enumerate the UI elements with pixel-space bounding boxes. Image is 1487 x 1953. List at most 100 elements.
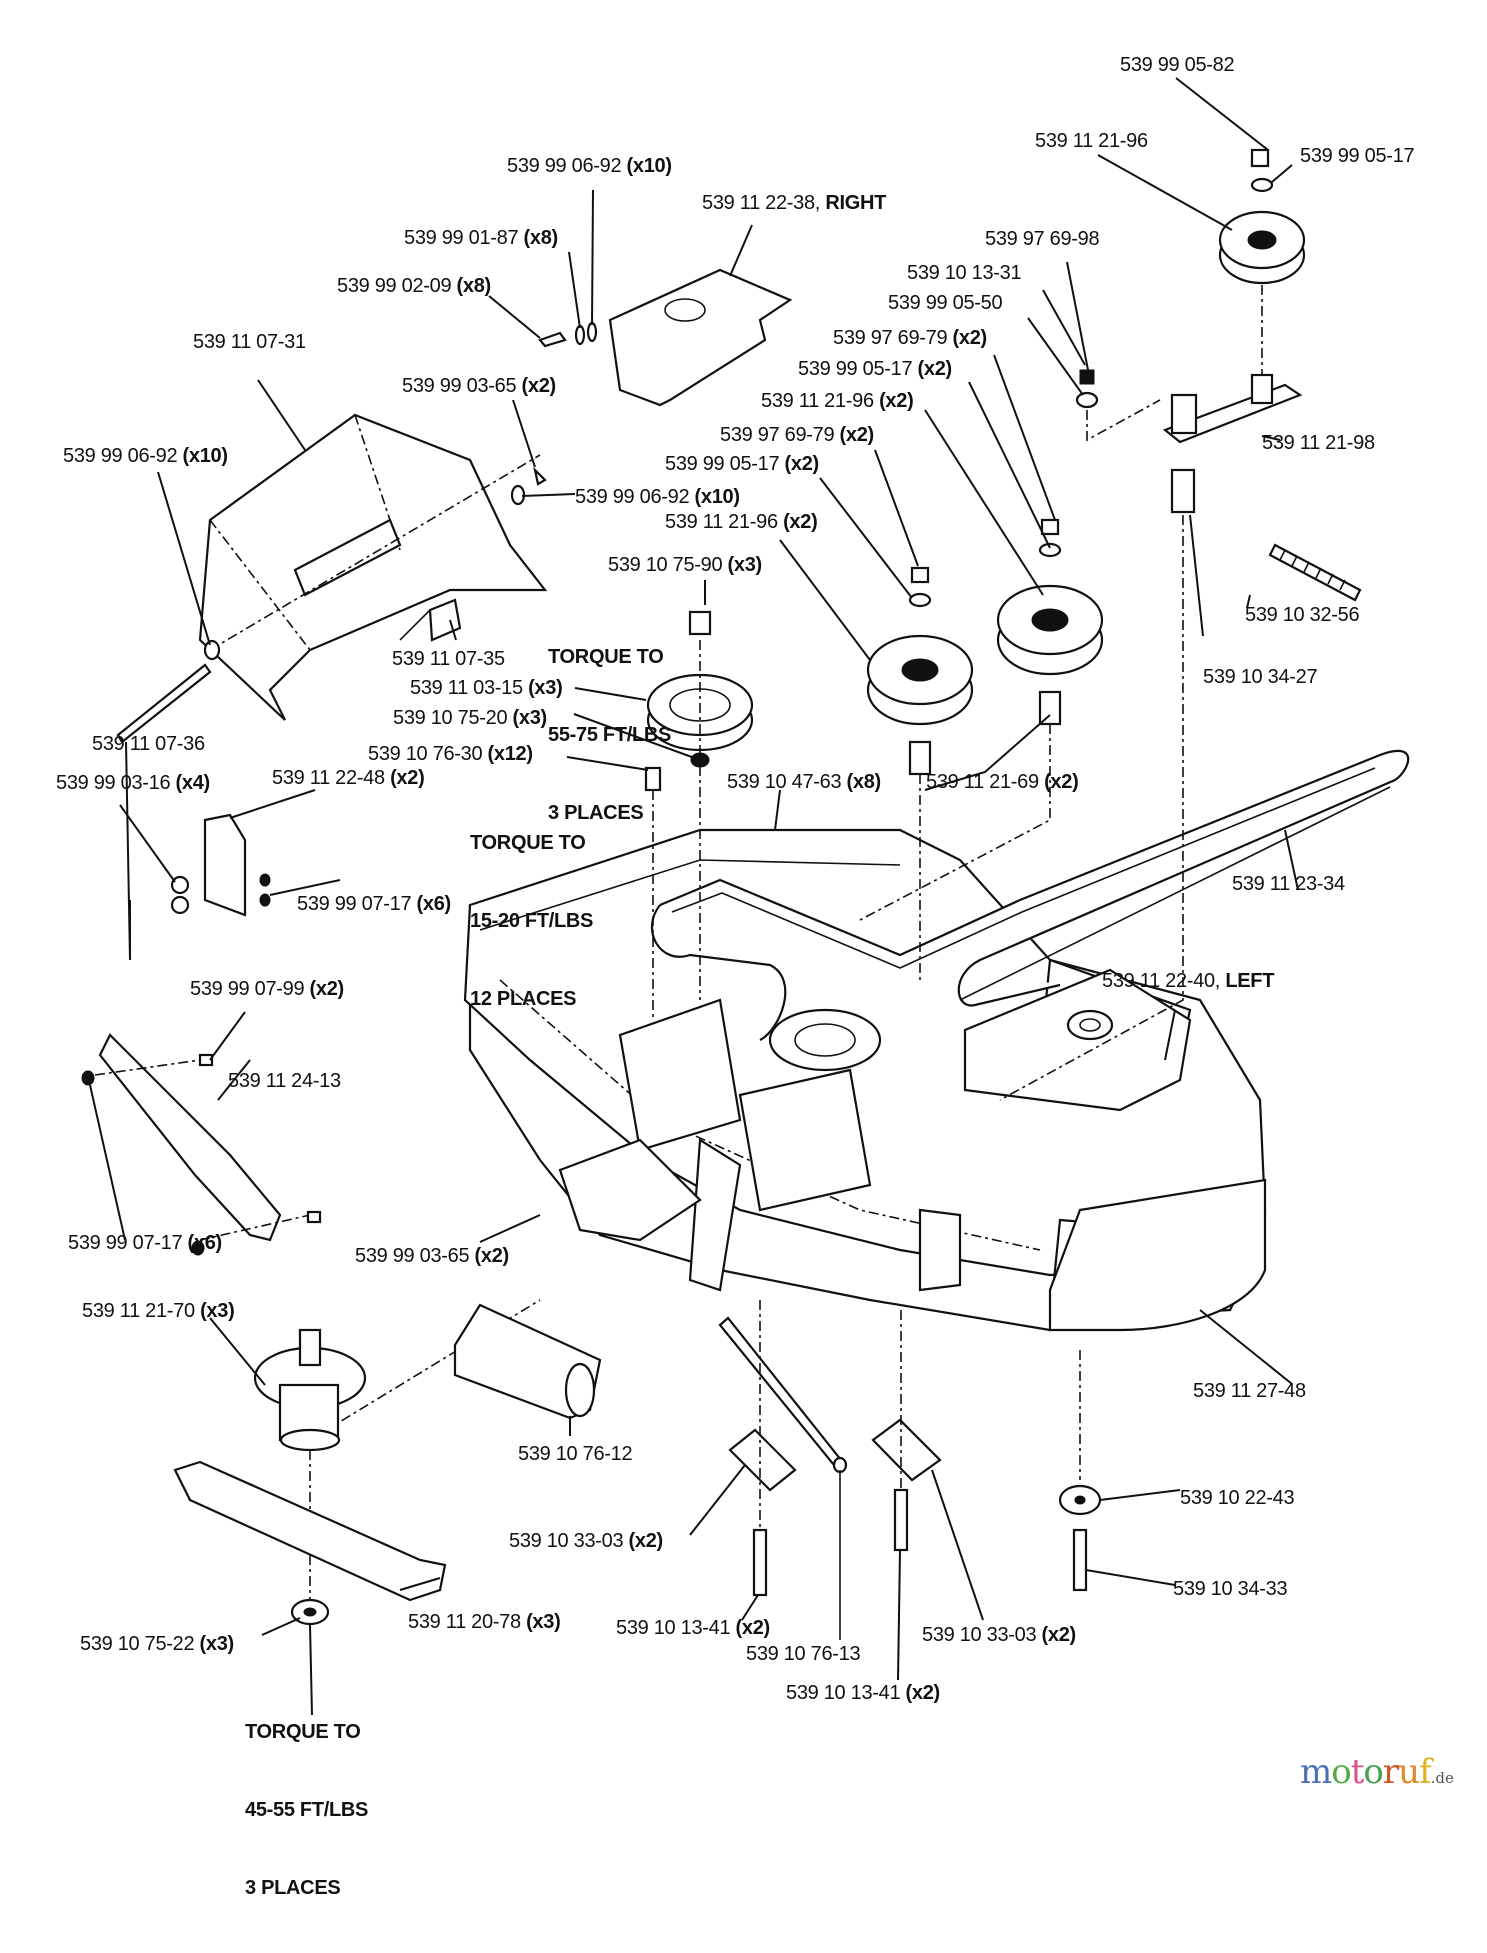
part-label: 539 10 33-03 (x2) [509, 1530, 663, 1552]
part-quantity: (x2) [839, 424, 875, 446]
watermark-logo: motoruf.de [1300, 1752, 1454, 1792]
part-label: 539 10 75-22 (x3) [80, 1633, 234, 1655]
mulch-plug [453, 1303, 602, 1420]
part-quantity: (x6) [187, 1232, 223, 1254]
part-quantity: (x2) [784, 453, 820, 475]
part-number: 539 11 21-98 [1262, 432, 1375, 454]
part-number: 539 99 05-17 [1300, 145, 1415, 167]
part-number: 539 99 03-65 [355, 1245, 470, 1267]
part-label: 539 10 13-41 (x2) [786, 1682, 940, 1704]
torque-note-line: TORQUE TO [245, 1721, 361, 1743]
part-number: 539 10 33-03 [509, 1530, 624, 1552]
part-quantity: (x4) [175, 772, 211, 794]
part-number: 539 11 07-31 [193, 331, 306, 353]
part-number: 539 10 13-31 [907, 262, 1022, 284]
parts-diagram: 539 99 05-82 539 11 21-96 539 99 05-17 539 … [56, 54, 1454, 1899]
part-number: 539 10 32-56 [1245, 604, 1360, 626]
spring [1268, 543, 1362, 602]
part-number: 539 11 23-34 [1232, 873, 1345, 895]
part-label: 539 11 03-15 (x3) [410, 677, 563, 699]
part-number: 539 10 76-30 [368, 743, 483, 765]
part-quantity: (x2) [735, 1617, 771, 1639]
torque-note-55-75: TORQUE TO 55-75 FT/LBS 3 PLACES [548, 592, 671, 878]
torque-note-line: 45-55 FT/LBS [245, 1799, 369, 1821]
part-number: 539 10 34-27 [1203, 666, 1318, 688]
part-quantity: (x2) [1044, 771, 1079, 793]
part-number: 539 10 76-13 [746, 1643, 861, 1665]
part-number: 539 11 21-96 [665, 511, 778, 533]
part-quantity: (x10) [182, 445, 229, 467]
part-label: 539 10 75-20 (x3) [393, 707, 547, 729]
part-label: 539 10 13-31 [907, 262, 1022, 284]
part-number: 539 97 69-98 [985, 228, 1100, 250]
part-number: 539 99 07-17 [297, 893, 412, 915]
watermark-letter: r [1382, 1752, 1399, 1792]
part-quantity: (x2) [474, 1245, 510, 1267]
part-label: 539 10 33-03 (x2) [922, 1624, 1076, 1646]
part-label: 539 11 27-48 [1193, 1380, 1306, 1402]
part-label: 539 11 21-96 (x2) [761, 390, 914, 412]
part-number: 539 99 06-92 [63, 445, 178, 467]
watermark-letter: o [1331, 1752, 1352, 1792]
torque-note-line: 15-20 FT/LBS [470, 910, 594, 932]
part-number: 539 99 01-87 [404, 227, 519, 249]
part-label: 539 10 76-30 (x12) [368, 743, 533, 765]
part-label: 539 10 32-56 [1245, 604, 1360, 626]
watermark-letter: m [1300, 1752, 1332, 1792]
part-quantity: (x3) [526, 1611, 561, 1633]
part-label: 539 99 07-17 (x6) [297, 893, 451, 915]
torque-note-line: 12 PLACES [470, 988, 577, 1010]
part-quantity: (x2) [390, 767, 425, 789]
part-label: 539 97 69-79 (x2) [833, 327, 987, 349]
part-label: 539 99 03-65 (x2) [355, 1245, 509, 1267]
part-number: 539 99 02-09 [337, 275, 452, 297]
part-label: 539 99 05-82 [1120, 54, 1235, 76]
drive-belt [650, 749, 1410, 1041]
part-label: 539 11 07-31 [193, 331, 306, 353]
watermark-letter: o [1363, 1752, 1384, 1792]
part-label: 539 10 75-90 (x3) [608, 554, 762, 576]
part-label: 539 10 47-63 (x8) [727, 771, 881, 793]
part-number: 539 99 03-16 [56, 772, 171, 794]
hardware-bottom [718, 1178, 1267, 1640]
part-number: 539 99 07-17 [68, 1232, 183, 1254]
part-label: 539 99 06-92 (x10) [507, 155, 672, 177]
deflector-bracket [170, 813, 271, 917]
part-number: 539 11 24-13 [228, 1070, 341, 1092]
watermark-letter: u [1398, 1752, 1420, 1792]
torque-note-line: 55-75 FT/LBS [548, 724, 672, 746]
torque-note-line: TORQUE TO [548, 646, 664, 668]
part-label: 539 11 21-70 (x3) [82, 1300, 235, 1322]
part-label: 539 99 06-92 (x10) [575, 486, 740, 508]
part-quantity: LEFT [1225, 970, 1275, 992]
part-label: 539 99 05-17 (x2) [665, 453, 819, 475]
part-number: 539 99 06-92 [575, 486, 690, 508]
part-label: 539 99 03-16 (x4) [56, 772, 210, 794]
watermark-tld: .de [1430, 1769, 1454, 1787]
torque-note-line: TORQUE TO [470, 832, 586, 854]
part-label: 539 99 03-65 (x2) [402, 375, 556, 397]
part-quantity: (x3) [512, 707, 548, 729]
part-number: 539 11 22-48 [272, 767, 385, 789]
part-quantity: (x2) [309, 978, 345, 1000]
part-quantity: (x2) [917, 358, 953, 380]
part-number: 539 11 20-78 [408, 1611, 521, 1633]
part-label: 539 11 07-36 [92, 733, 205, 755]
part-label: 539 11 22-38, RIGHT [702, 192, 886, 214]
part-number: 539 10 33-03 [922, 1624, 1037, 1646]
part-label: 539 10 22-43 [1180, 1487, 1295, 1509]
watermark-letters: motoruf [1300, 1752, 1432, 1792]
part-label: 539 99 05-17 (x2) [798, 358, 952, 380]
part-number: 539 11 21-69 [926, 771, 1039, 793]
part-number: 539 11 03-15 [410, 677, 523, 699]
torque-note-line: 3 PLACES [548, 802, 644, 824]
part-quantity: RIGHT [825, 192, 887, 214]
part-number: 539 97 69-79 [833, 327, 948, 349]
part-quantity: (x8) [846, 771, 882, 793]
watermark-letter: t [1350, 1752, 1365, 1792]
part-label: 539 11 22-48 (x2) [272, 767, 425, 789]
part-label: 539 97 69-98 [985, 228, 1100, 250]
part-number: 539 10 75-20 [393, 707, 508, 729]
part-quantity: (x12) [487, 743, 534, 765]
part-number: 539 10 13-41 [616, 1617, 731, 1639]
